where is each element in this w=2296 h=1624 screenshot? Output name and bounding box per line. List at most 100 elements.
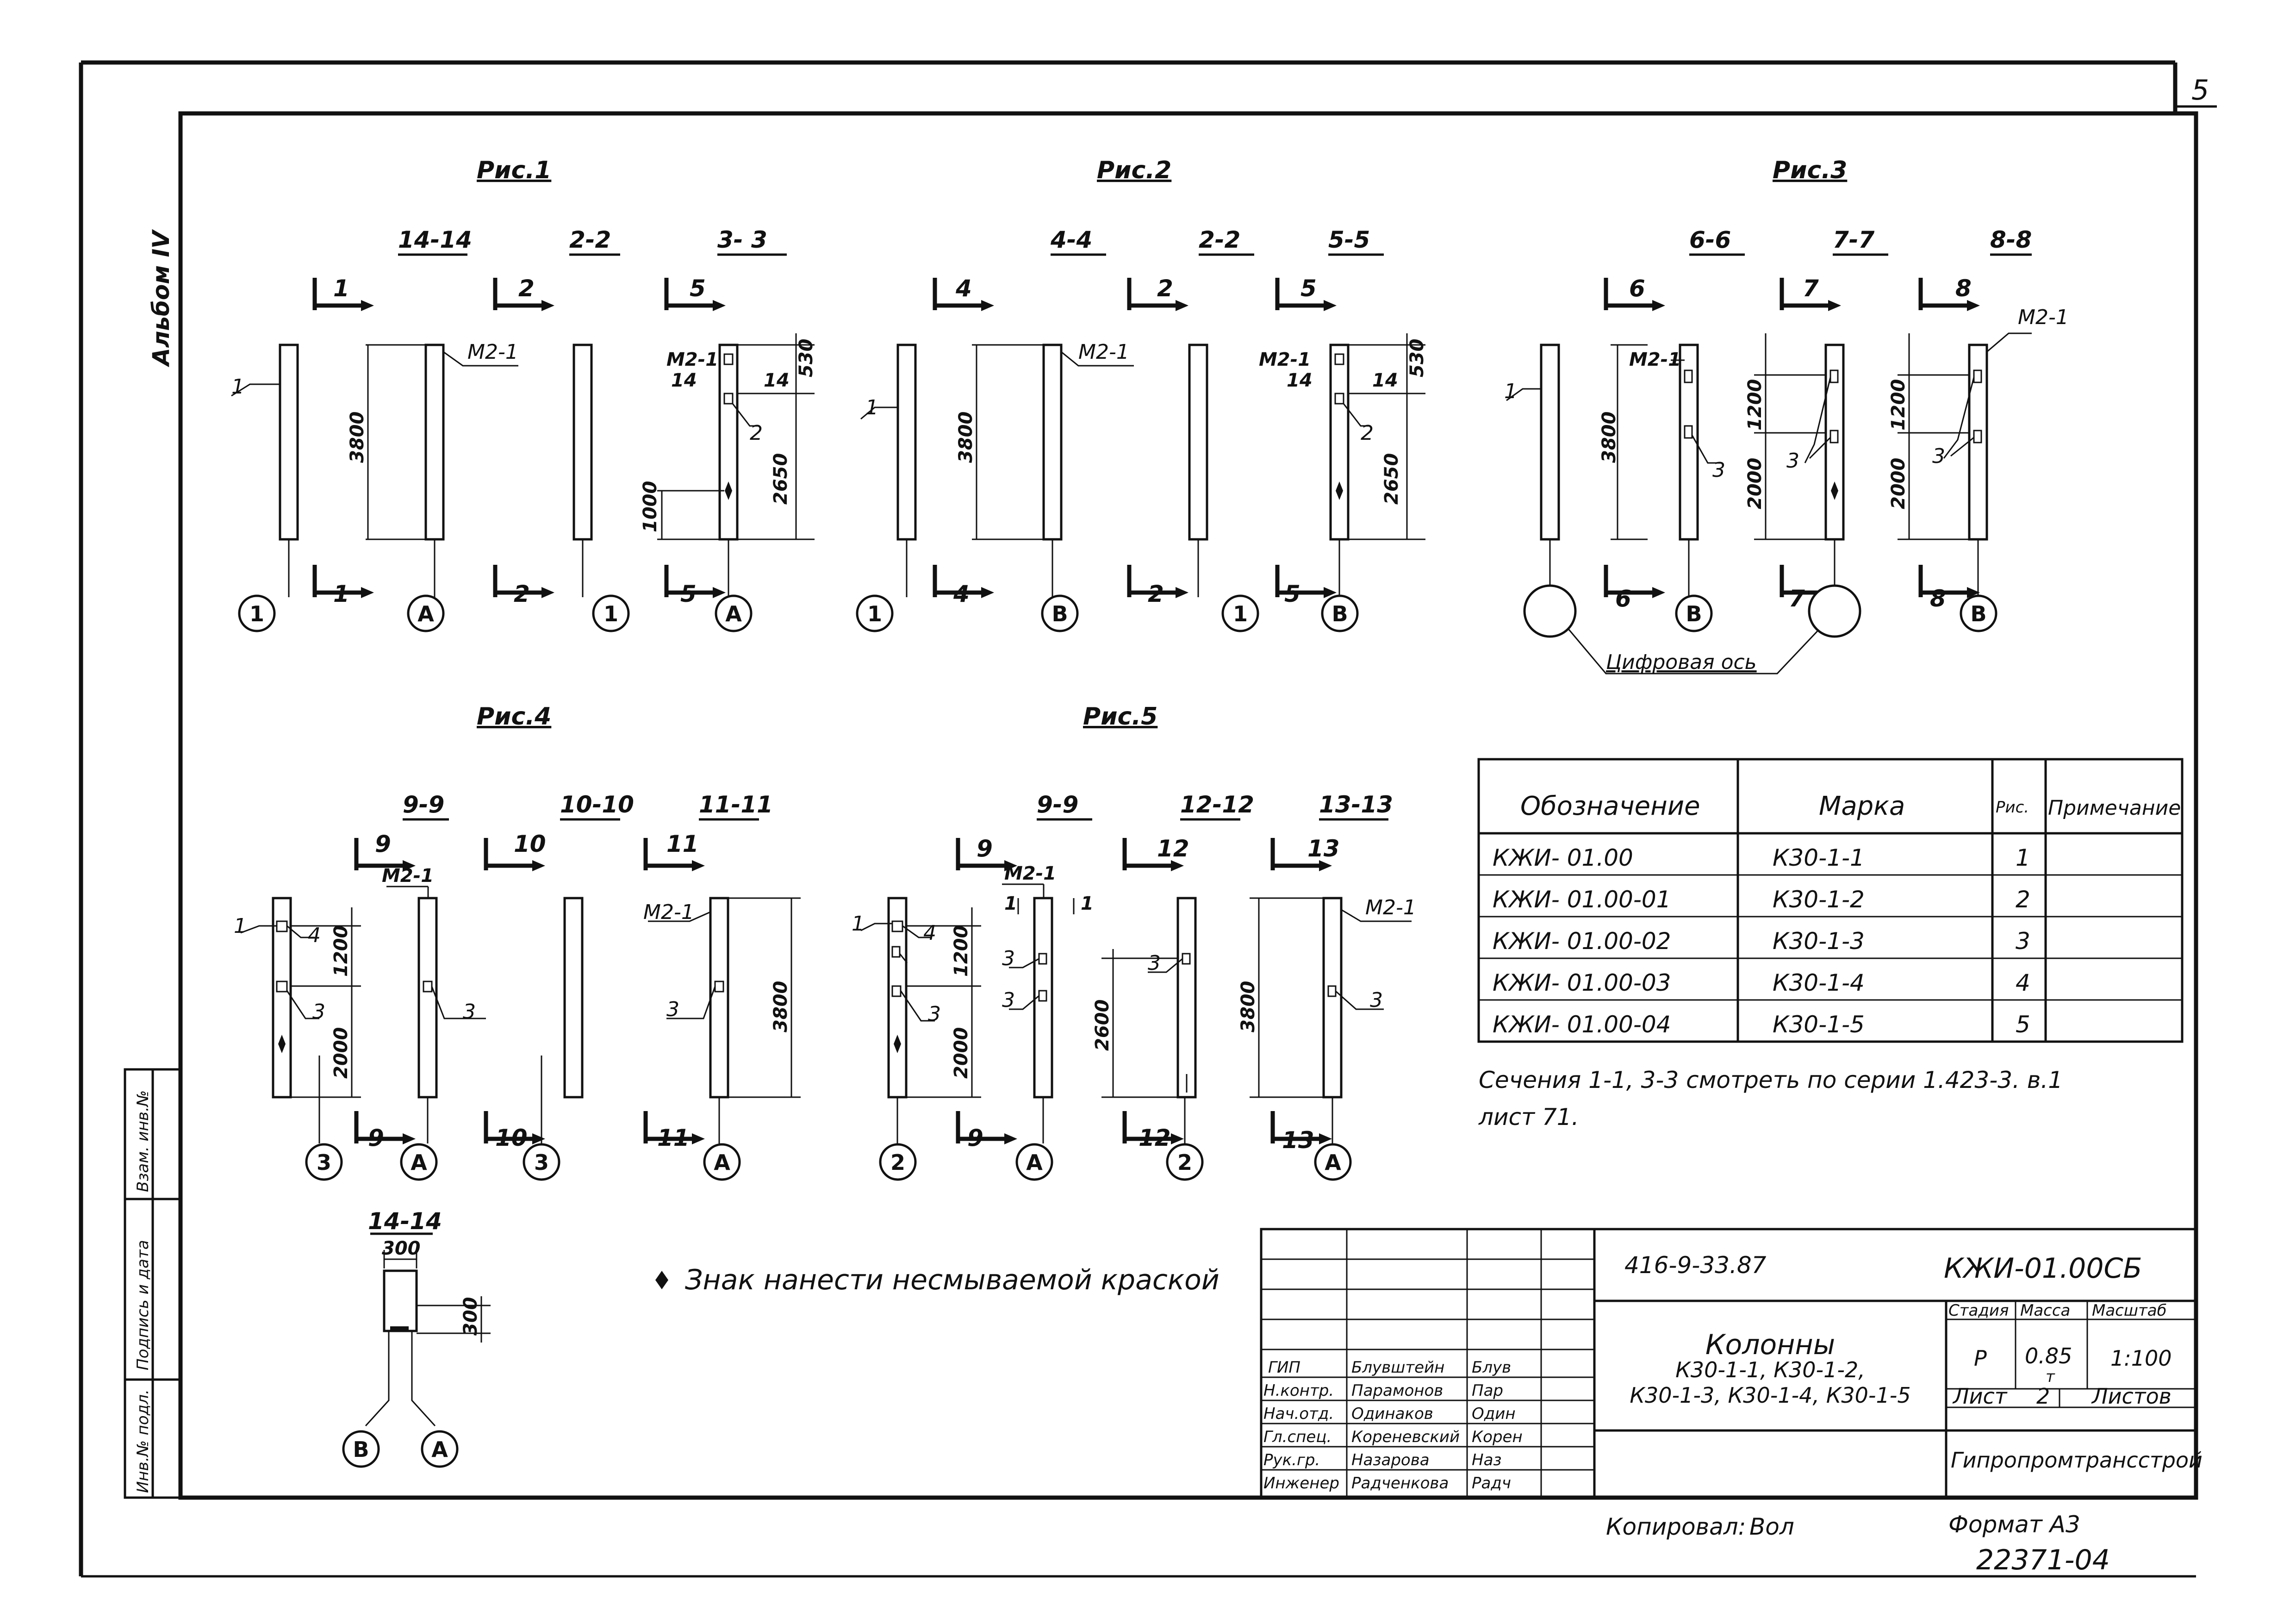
callout-label: 3 (1370, 988, 1383, 1012)
legend-note-text: Знак нанести несмываемой краской (685, 1264, 1220, 1296)
callout-label: 1 (231, 375, 244, 399)
cut-label: 2 (1157, 275, 1173, 302)
role: Гл.спец. (1263, 1428, 1332, 1446)
axis-marker: А (417, 601, 434, 626)
sheet-number: 5 (2191, 74, 2209, 106)
cut-label: 9 (967, 1124, 983, 1151)
dimension: 1200 (330, 925, 352, 977)
sheet-label: Лист (1952, 1384, 2008, 1409)
cut-label: 12 (1139, 1124, 1171, 1151)
callout-label: 3 (1932, 444, 1945, 468)
spec-note: лист 71. (1478, 1104, 1579, 1131)
column-elevation (279, 344, 299, 541)
role: ГИП (1268, 1358, 1300, 1377)
dimension: 1000 (640, 481, 661, 532)
figure-4-title: Рис.4 (477, 703, 551, 731)
callout-label: 3 (312, 1000, 325, 1024)
person-name: Радченкова (1351, 1474, 1449, 1493)
dimension: 3800 (347, 412, 368, 463)
signature: Блув (1472, 1358, 1511, 1377)
title-role-row: Рук.гр. Назарова Наз (1263, 1451, 1501, 1469)
callout-label: М2-1 (2018, 306, 2069, 329)
figure-1-section: 2-2 (569, 226, 611, 253)
scale-label: Масштаб (2092, 1301, 2167, 1320)
dimension: 2650 (1381, 453, 1402, 505)
spec-header: Обозначение (1520, 791, 1700, 821)
figure-4-section: 10-10 (560, 791, 634, 818)
footer: Копировал: Вол Формат А3 22371-04 (1606, 1511, 2110, 1576)
dimension: 2650 (770, 453, 791, 505)
drawing-name-line: К30-1-3, К30-1-4, К30-1-5 (1630, 1383, 1910, 1408)
title-block: ГИП Блувштейн Блув Н.контр. Парамонов Па… (1260, 1228, 2203, 1499)
dimension: 3800 (770, 981, 791, 1032)
table-row: КЖИ- 01.00-02 К30-1-3 3 (1493, 928, 2030, 955)
dimension: 1200 (951, 925, 972, 977)
spec-cell: К30-1-5 (1773, 1011, 1865, 1038)
cut-label: 5 (1284, 581, 1300, 607)
cut-label: 9 (375, 831, 391, 857)
callout-label: 1 (1504, 380, 1517, 403)
callout-label: 1 (1081, 893, 1094, 914)
table-row: КЖИ- 01.00-03 К30-1-4 4 (1493, 969, 2030, 996)
figure-1: Рис.1 14-14 2-2 3- 3 1 1 2 2 5 5 1 М2-1 … (231, 156, 817, 632)
figure-1-section: 14-14 (398, 226, 472, 253)
callout-label: 14 (1287, 370, 1313, 391)
callout-label: 1 (865, 396, 878, 419)
signature: Радч (1472, 1474, 1511, 1493)
cut-label: 5 (1300, 275, 1317, 302)
scale-value: 1:100 (2110, 1346, 2172, 1371)
figure-1-section: 3- 3 (717, 226, 767, 253)
cut-label: 10 (495, 1124, 528, 1151)
callout-label: 1 (234, 914, 247, 938)
table-row: КЖИ- 01.00-04 К30-1-5 5 (1493, 1011, 2030, 1038)
figure-3-section: 6-6 (1689, 226, 1731, 253)
document-code: КЖИ-01.00СБ (1944, 1252, 2142, 1285)
mass-value: 0.85 (2025, 1343, 2072, 1368)
cut-label: 1 (333, 275, 349, 302)
figure-4-section: 11-11 (699, 791, 773, 818)
callout-label: 14 (764, 370, 790, 391)
axis-marker: 3 (317, 1150, 331, 1175)
detail-title: 14-14 (368, 1208, 442, 1235)
role: Рук.гр. (1263, 1451, 1320, 1469)
person-name: Назарова (1351, 1451, 1430, 1469)
signature: Пар (1472, 1381, 1503, 1400)
role: Н.контр. (1263, 1381, 1334, 1400)
dimension: 3800 (1238, 981, 1259, 1032)
spec-cell: 2 (2016, 886, 2030, 913)
figure-5-section: 9-9 (1037, 791, 1078, 818)
figure-2-title: Рис.2 (1097, 156, 1171, 184)
column-elevation (572, 344, 593, 541)
callout-label: 3 (463, 1000, 476, 1024)
cut-label: 5 (680, 581, 697, 607)
sheet-value: 2 (2036, 1384, 2050, 1409)
dimension: 1200 (1744, 379, 1766, 431)
cut-label: 9 (977, 835, 993, 862)
callout-label: 3 (666, 998, 679, 1021)
title-role-row: Нач.отд. Одинаков Один (1263, 1405, 1516, 1423)
table-row: КЖИ- 01.00-01 К30-1-2 2 (1493, 886, 2030, 913)
stamp-replace-inv: Взам. инв.№ (134, 1090, 152, 1192)
numeric-axis-circle (1808, 584, 1861, 638)
spec-header: Марка (1819, 791, 1905, 821)
role: Инженер (1263, 1474, 1339, 1493)
axis-marker: А (714, 1150, 730, 1175)
callout-label: 4 (923, 921, 936, 945)
person-name: Парамонов (1351, 1381, 1443, 1400)
dimension: 2000 (951, 1027, 972, 1079)
axis-marker: 1 (604, 601, 618, 626)
figure-2: Рис.2 4-4 2-2 5-5 4 4 2 2 5 5 1 М2-1 М2-… (856, 156, 1428, 632)
spec-cell: КЖИ- 01.00 (1493, 844, 1633, 871)
figure-4-section: 9-9 (403, 791, 444, 818)
cut-label: 7 (1789, 585, 1805, 612)
detail-14-14: 14-14 300 300 В А (342, 1208, 491, 1468)
spec-cell: 3 (2016, 928, 2030, 955)
signature: Корен (1472, 1428, 1523, 1446)
dimension: 2000 (330, 1027, 352, 1079)
figure-3-section: 7-7 (1833, 226, 1875, 253)
cut-label: 10 (514, 831, 546, 857)
callout-label: 14 (1372, 370, 1398, 391)
figure-3: Рис.3 6-6 7-7 8-8 6 6 7 7 8 8 1 М2-1 3 3… (1504, 156, 2069, 675)
spec-cell: КЖИ- 01.00-04 (1493, 1011, 1671, 1038)
